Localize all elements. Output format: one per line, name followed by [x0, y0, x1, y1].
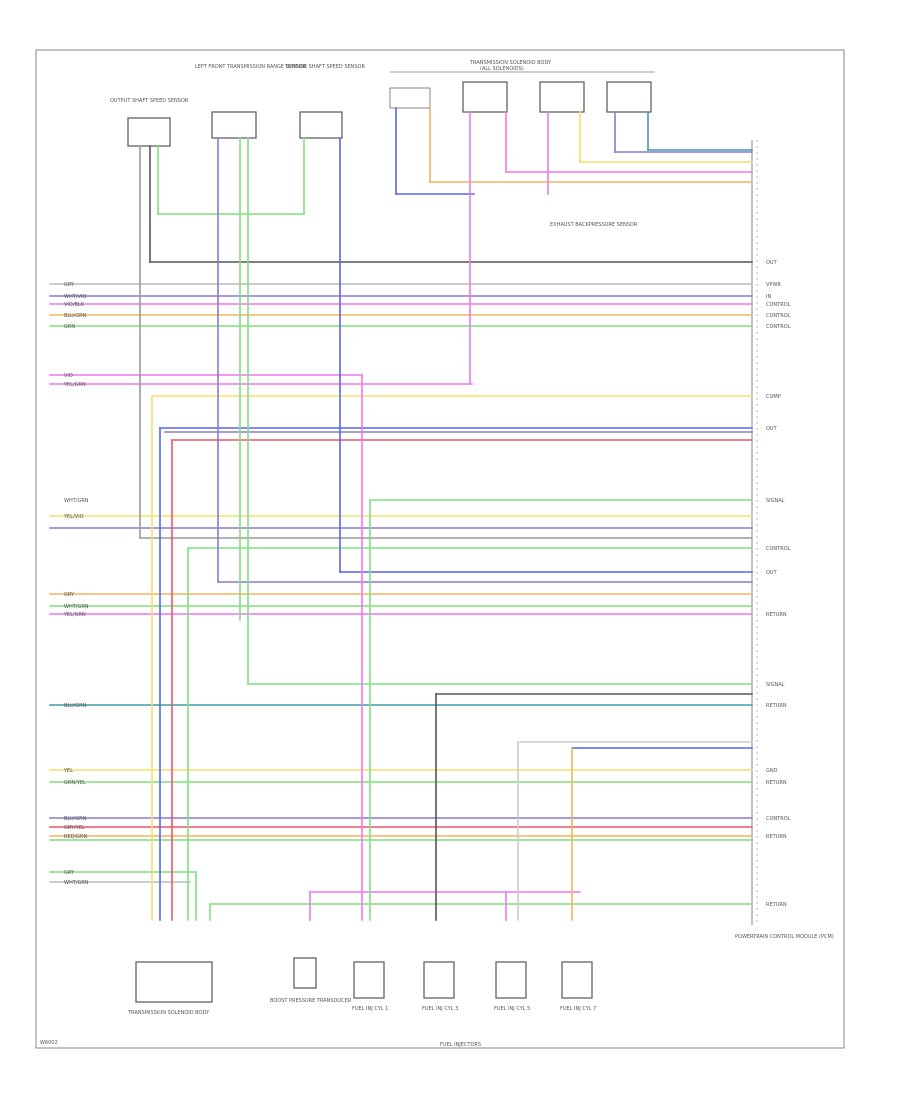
left-label: GRY [64, 870, 75, 876]
left-label: VIO [64, 373, 73, 379]
injector-label-1: FUEL INJ CYL 1 [352, 1006, 388, 1012]
left-wire-labels: GRY WHT/VIO VIO/BLK BLU/GRN GRN VIO YEL/… [63, 282, 89, 886]
right-label: RETURN [766, 780, 787, 786]
fuel-injectors-label: FUEL INJECTORS [440, 1042, 481, 1048]
left-label: VIO/BLK [64, 302, 85, 308]
left-label: YEL [63, 768, 73, 774]
transducer: BOOST PRESSURE TRANSDUCER [270, 957, 352, 1004]
right-label: SIGNAL [766, 498, 785, 504]
pressure-sensor-label: EXHAUST BACKPRESSURE SENSOR [550, 222, 638, 228]
horizontal-wires [49, 261, 753, 905]
right-pin-labels: OUT VPWR IN CONTROL CONTROL CONTROL COMP… [766, 260, 791, 908]
left-label: YEL/GRN [63, 382, 86, 388]
turbine-sensor-label: TURBINE SHAFT SPEED SENSOR [284, 64, 365, 70]
left-label: WHT/GRN [64, 604, 89, 610]
left-label: BLU/GRN [64, 816, 87, 822]
left-label: GRN/YEL [64, 780, 86, 786]
transmission-range-sensor: LEFT FRONT TRANSMISSION RANGE SENSOR [195, 64, 307, 139]
right-label: RETURN [766, 612, 787, 618]
left-label: GRY/YEL [64, 825, 85, 831]
transmission-solenoid-body: TRANSMISSION SOLENOID BODY (ALL SOLENOID… [389, 60, 655, 113]
injector-label-3: FUEL INJ CYL 5 [494, 1006, 530, 1012]
left-label: RED/GRN [64, 834, 88, 840]
right-label: RETURN [766, 834, 787, 840]
left-label: GRY [64, 282, 75, 288]
right-label: CONTROL [766, 324, 791, 330]
left-label: YEL/VIO [63, 514, 84, 520]
left-label: GRN [64, 324, 75, 330]
range-sensor-label: LEFT FRONT TRANSMISSION RANGE SENSOR [195, 64, 307, 70]
right-label: IN [766, 294, 771, 300]
right-label: CONTROL [766, 313, 791, 319]
solenoid-connector-bottom: TRANSMISSION SOLENOID BODY [127, 961, 213, 1016]
speed-sensor-label: OUTPUT SHAFT SPEED SENSOR [110, 98, 189, 104]
right-label: OUT [766, 426, 778, 432]
turbine-shaft-speed-sensor: TURBINE SHAFT SPEED SENSOR [284, 64, 365, 139]
left-label: WHT/VIO [64, 294, 86, 300]
output-shaft-speed-sensor: OUTPUT SHAFT SPEED SENSOR [110, 98, 189, 147]
right-label: CONTROL [766, 546, 791, 552]
right-label: RETURN [766, 902, 787, 908]
right-label: OUT [766, 570, 778, 576]
left-label: BLU/GRN [64, 313, 87, 319]
left-label: WHT/GRN [64, 498, 89, 504]
right-label: CONTROL [766, 302, 791, 308]
right-label: GND [766, 768, 778, 774]
vertical-wires [139, 107, 753, 921]
pcm-bottom-label: TRANSMISSION SOLENOID BODY [127, 1010, 210, 1016]
transducer-label: BOOST PRESSURE TRANSDUCER [270, 998, 352, 1004]
fuel-injector-group: FUEL INJ CYL 1 FUEL INJ CYL 3 FUEL INJ C… [352, 961, 596, 1048]
solenoid-body-label: TRANSMISSION SOLENOID BODY [469, 60, 552, 66]
injector-label-2: FUEL INJ CYL 3 [422, 1006, 458, 1012]
right-label: CONTROL [766, 816, 791, 822]
solenoid-body-sublabel: (ALL SOLENOIDS) [480, 66, 524, 72]
left-label: YEL/GRN [63, 612, 86, 618]
left-label: GRY [64, 592, 75, 598]
right-label: COMP [766, 394, 781, 400]
right-label: SIGNAL [766, 682, 785, 688]
pcm-label: POWERTRAIN CONTROL MODULE (PCM) [735, 934, 834, 940]
left-label: WHT/GRN [64, 880, 89, 886]
right-label: VPWR [766, 282, 781, 288]
diagram-code: W6002 [40, 1040, 58, 1046]
diagram-frame [35, 49, 845, 1049]
injector-label-4: FUEL INJ CYL 7 [560, 1006, 596, 1012]
right-label: RETURN [766, 703, 787, 709]
right-label: OUT [766, 260, 778, 266]
pcm-connector-column [751, 140, 758, 925]
left-label: BLU/GRN [64, 703, 87, 709]
